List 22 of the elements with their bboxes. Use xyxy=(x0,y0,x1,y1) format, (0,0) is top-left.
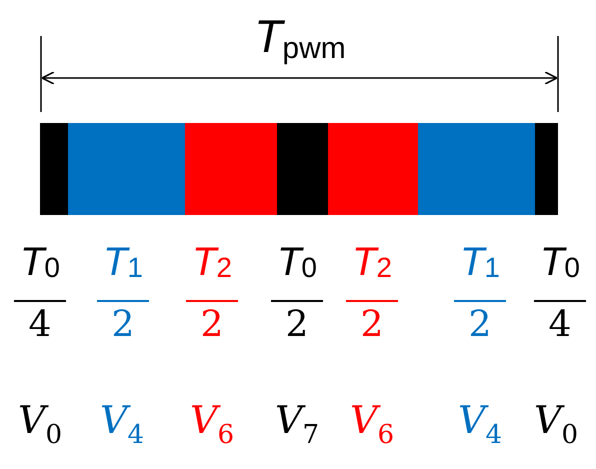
timing-segment xyxy=(328,123,418,215)
vector-label: V$_{6}$ xyxy=(350,397,394,452)
duration-denominator: 2 xyxy=(112,303,134,347)
duration-denominator: 2 xyxy=(360,303,384,347)
timing-segment xyxy=(185,123,277,215)
vector-label: V$_{7}$ xyxy=(275,397,319,452)
vector-label: V$_{0}$ xyxy=(534,397,578,452)
timing-segment xyxy=(418,123,535,215)
duration-denominator: 2 xyxy=(286,303,308,347)
timing-segment xyxy=(535,123,558,215)
period-label: T$_{pwm}$ xyxy=(254,9,346,67)
vector-label: V$_{6}$ xyxy=(190,397,234,452)
vector-label: V$_{4}$ xyxy=(100,397,144,452)
timing-segment xyxy=(40,123,68,215)
duration-denominator: 4 xyxy=(548,303,572,347)
vector-label: V$_{0}$ xyxy=(18,397,62,452)
duration-denominator: 4 xyxy=(28,303,52,347)
timing-segment xyxy=(68,123,185,215)
vector-label: V$_{4}$ xyxy=(458,397,502,452)
timing-segment xyxy=(277,123,328,215)
duration-denominator: 2 xyxy=(468,303,492,347)
duration-denominator: 2 xyxy=(200,303,224,347)
